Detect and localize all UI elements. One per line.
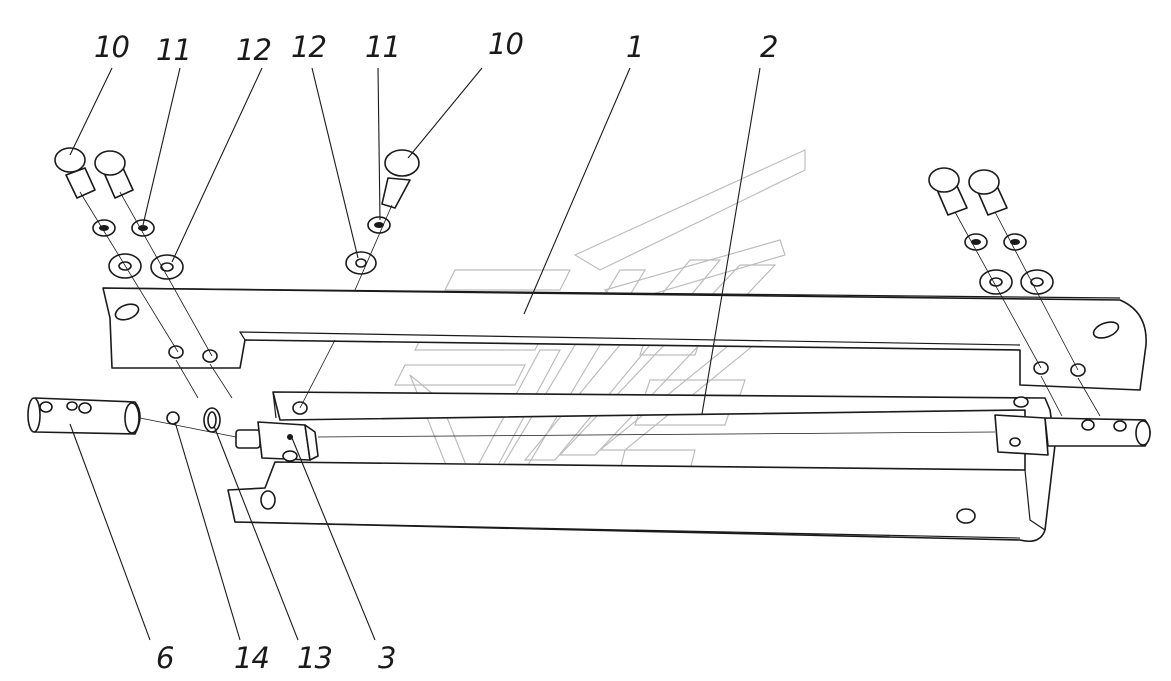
leader-lines <box>69 67 761 641</box>
part-2-lower-frame <box>227 391 1056 543</box>
part-1-upper-bracket <box>102 287 1147 391</box>
part-11-lock-washers <box>92 216 1027 251</box>
callout-12-left: 12 <box>236 33 272 67</box>
callout-10-left: 10 <box>94 30 130 64</box>
part-6-left-tube <box>27 397 141 435</box>
part-3-threaded-block <box>235 421 319 462</box>
part-10-bolts <box>54 147 1008 216</box>
callout-2: 2 <box>760 30 778 64</box>
part-13-ring <box>203 407 221 433</box>
callout-13: 13 <box>297 641 333 675</box>
callout-14: 14 <box>234 641 270 675</box>
callout-6: 6 <box>156 641 174 675</box>
assembly-axis-lines <box>79 191 1101 438</box>
part-14-ball <box>166 411 180 425</box>
callout-11-center: 11 <box>365 30 401 64</box>
right-tube-assembly <box>994 414 1151 456</box>
callout-3: 3 <box>378 641 396 675</box>
callout-11-left: 11 <box>156 33 192 67</box>
callout-12-center: 12 <box>291 30 327 64</box>
callout-10-center: 10 <box>488 27 524 61</box>
callout-1: 1 <box>626 30 644 64</box>
